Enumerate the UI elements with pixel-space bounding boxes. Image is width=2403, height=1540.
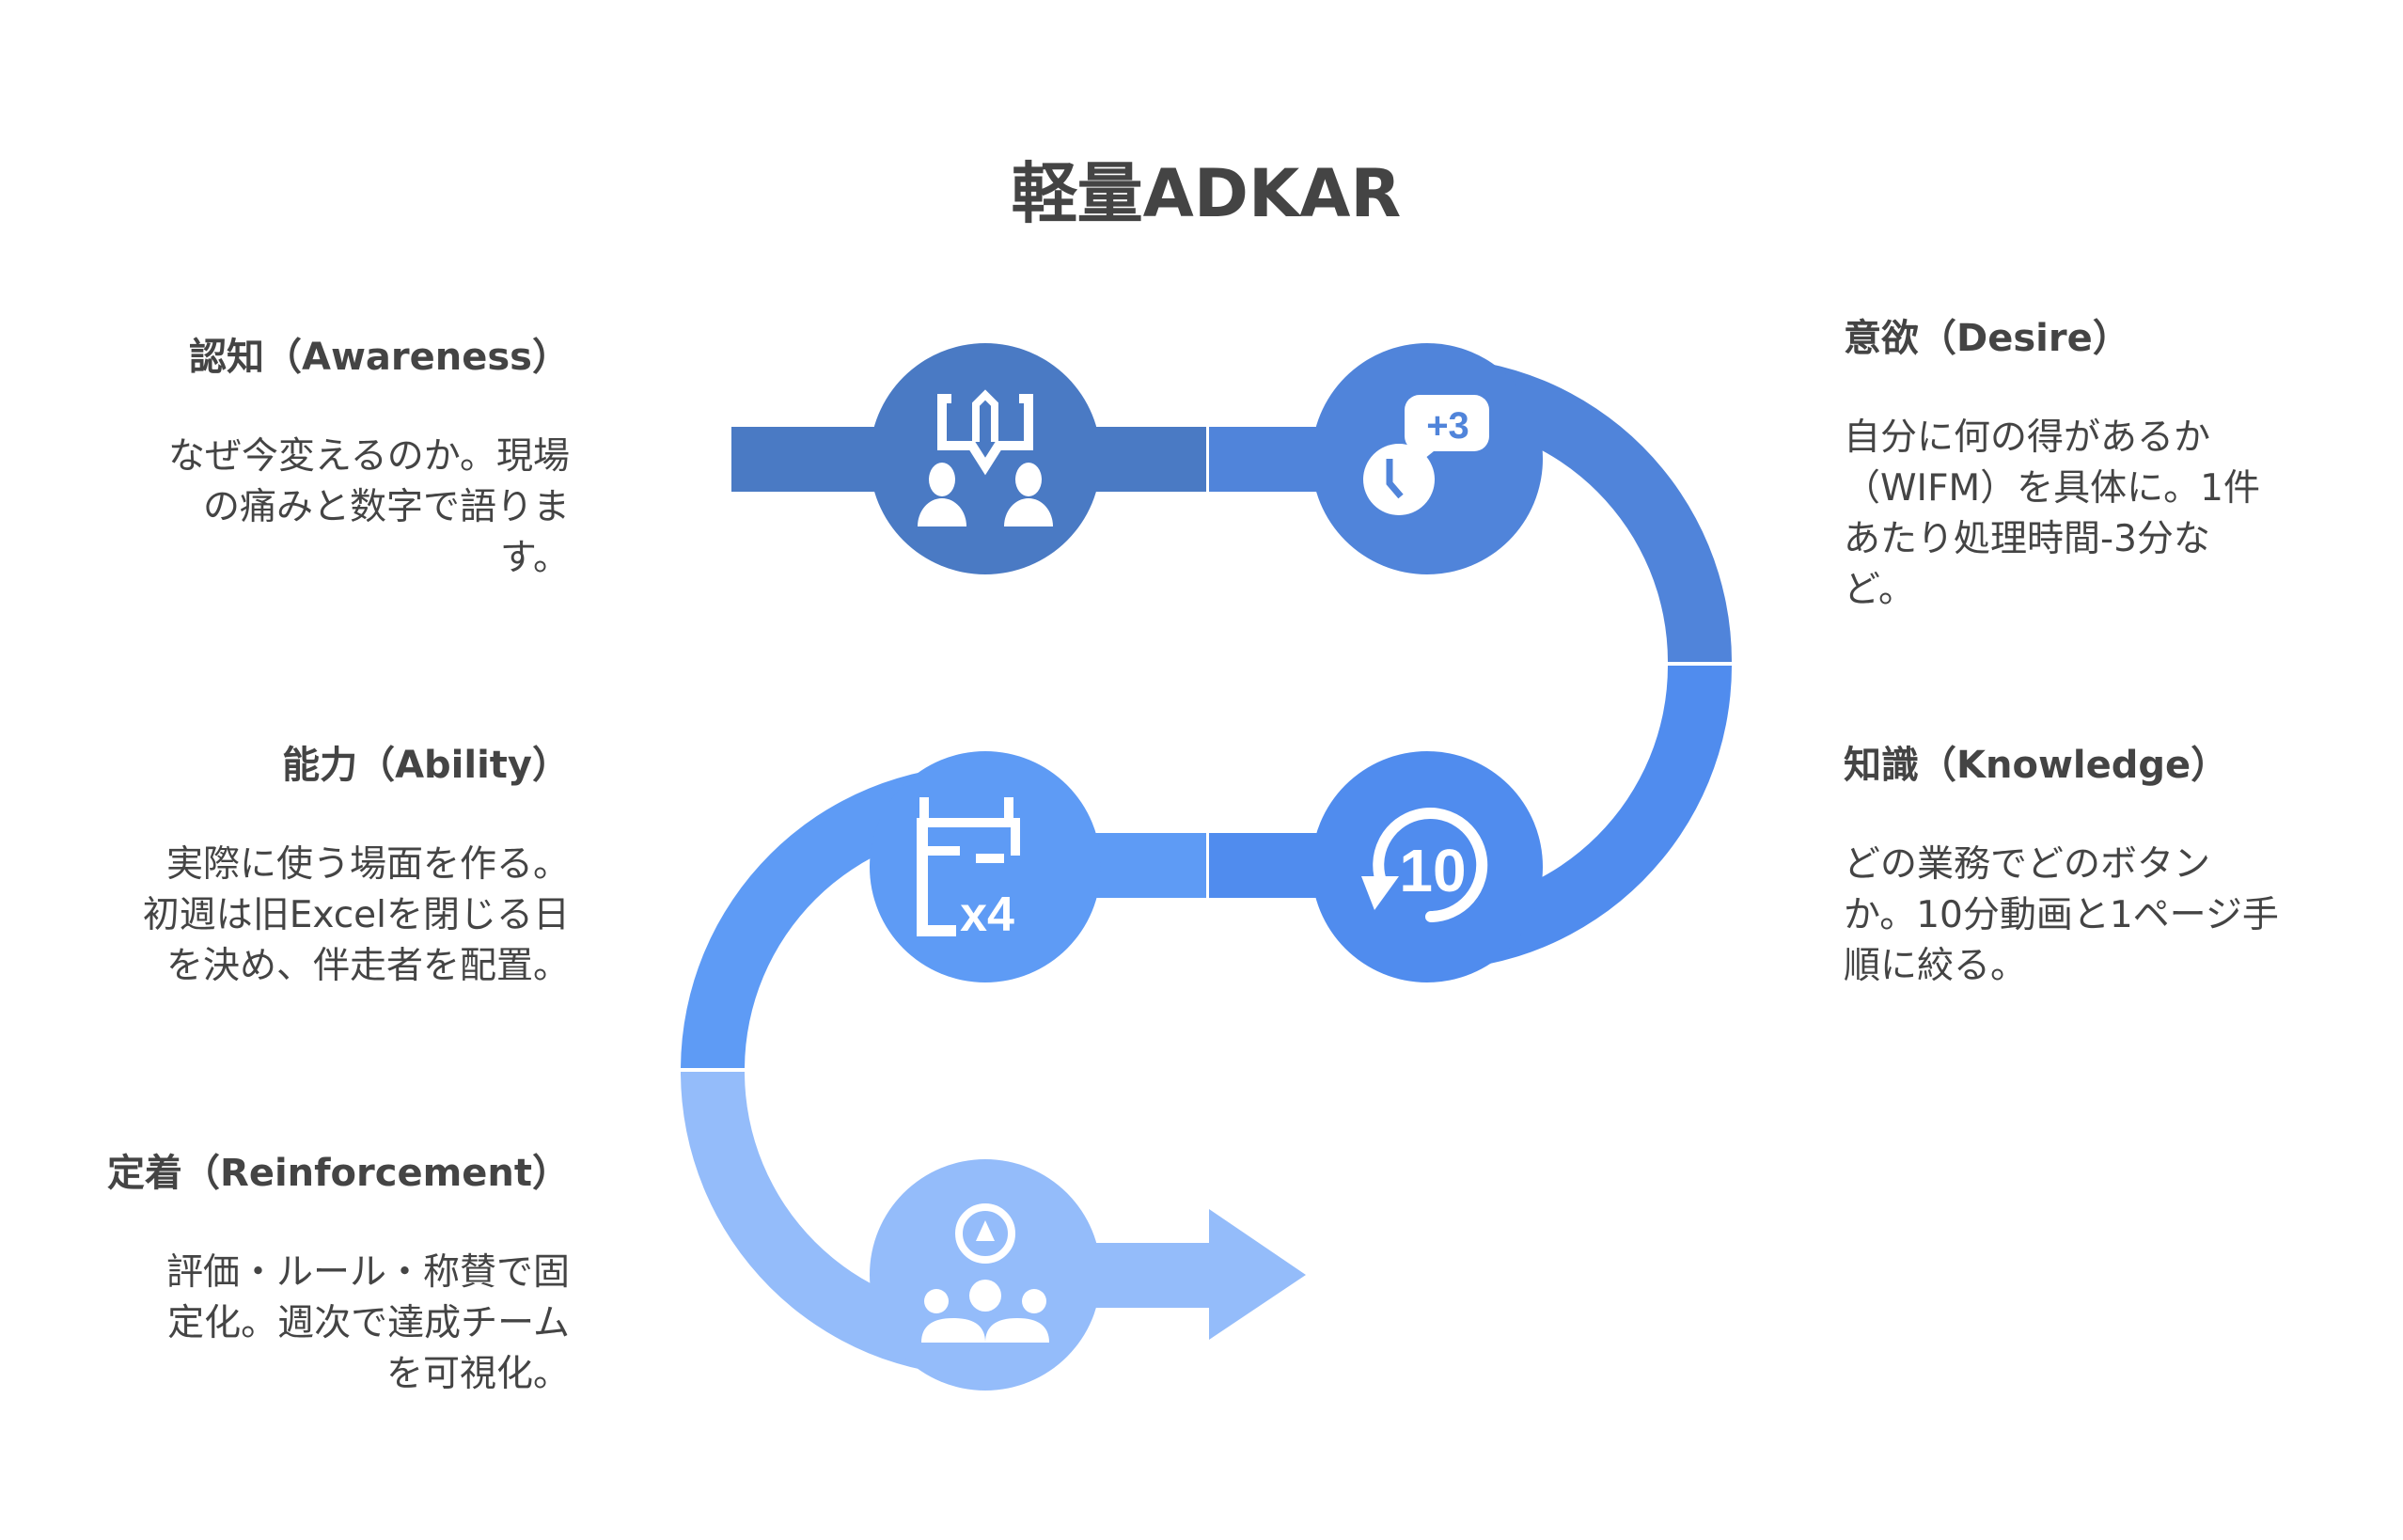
description-line: を可視化。 — [385, 1353, 570, 1395]
knowledge-icon-text: 10 — [1399, 837, 1466, 904]
description-line: か。10分動画と1ページ手 — [1844, 894, 2279, 936]
stage-text-ability: 能力（Ability） 実際に使う場面を作る。 初週は旧Excelを閉じる日 を… — [43, 740, 570, 992]
replay-ten-icon: 10 — [1361, 808, 1488, 922]
description-line: す。 — [499, 537, 570, 579]
stage-circle-knowledge — [1311, 751, 1543, 982]
stage-circle-reinforcement — [870, 1159, 1101, 1391]
description-line: 評価・ルール・称賛で固 — [165, 1251, 570, 1294]
description-line: 順に絞る。 — [1844, 945, 2028, 987]
stage-description-desire: 自分に何の得があるか （WIFM）を具体に。1件 あたり処理時間-3分な ど。 — [1844, 413, 2370, 616]
arrow-head — [1209, 1209, 1306, 1340]
stage-description-reinforcement: 評価・ルール・称賛で固 定化。週次で達成チーム を可視化。 — [43, 1248, 570, 1400]
stage-description-ability: 実際に使う場面を作る。 初週は旧Excelを閉じる日 を決め、伴走者を配置。 — [43, 840, 570, 992]
stage-text-desire: 意欲（Desire） 自分に何の得があるか （WIFM）を具体に。1件 あたり処… — [1844, 313, 2370, 616]
description-line: （WIFM）を具体に。1件 — [1844, 467, 2260, 510]
desire-icon-text: +3 — [1426, 405, 1469, 447]
stage-description-knowledge: どの業務でどのボタン か。10分動画と1ページ手 順に絞る。 — [1844, 840, 2370, 992]
clock-plus-three-icon: +3 — [1363, 395, 1489, 515]
description-line: を決め、伴走者を配置。 — [165, 945, 570, 987]
stage-heading-ability: 能力（Ability） — [282, 744, 570, 787]
description-line: 自分に何の得があるか — [1844, 416, 2211, 459]
description-line: 定化。週次で達成チーム — [167, 1302, 570, 1344]
stage-text-awareness: 認知（Awareness） なぜ今変えるのか。現場 の痛みと数字で語りま す。 — [43, 332, 570, 584]
description-line: あたり処理時間-3分な — [1844, 518, 2210, 560]
stage-description-awareness: なぜ今変えるのか。現場 の痛みと数字で語りま す。 — [43, 432, 570, 584]
description-line: 初週は旧Excelを閉じる日 — [142, 894, 570, 936]
description-line: ど。 — [1844, 569, 1916, 611]
team-award-icon — [921, 1203, 1049, 1343]
presentation-people-icon — [918, 389, 1053, 526]
stage-heading-reinforcement: 定着（Reinforcement） — [107, 1152, 570, 1195]
stage-heading-desire: 意欲（Desire） — [1844, 317, 2130, 360]
stage-circle-ability — [870, 751, 1101, 982]
calendar-excel-icon: x4 — [917, 797, 1020, 942]
description-line: の痛みと数字で語りま — [202, 486, 570, 528]
description-line: どの業務でどのボタン — [1844, 843, 2211, 886]
stage-text-knowledge: 知識（Knowledge） どの業務でどのボタン か。10分動画と1ページ手 順… — [1844, 740, 2370, 992]
description-line: なぜ今変えるのか。現場 — [167, 435, 570, 478]
description-line: 実際に使う場面を作る。 — [165, 843, 570, 886]
ability-icon-text: x4 — [960, 888, 1014, 942]
stage-heading-knowledge: 知識（Knowledge） — [1844, 744, 2229, 787]
stage-text-reinforcement: 定着（Reinforcement） 評価・ルール・称賛で固 定化。週次で達成チー… — [43, 1148, 570, 1400]
page-title: 軽量ADKAR — [1011, 155, 1402, 232]
stage-heading-awareness: 認知（Awareness） — [189, 336, 570, 379]
